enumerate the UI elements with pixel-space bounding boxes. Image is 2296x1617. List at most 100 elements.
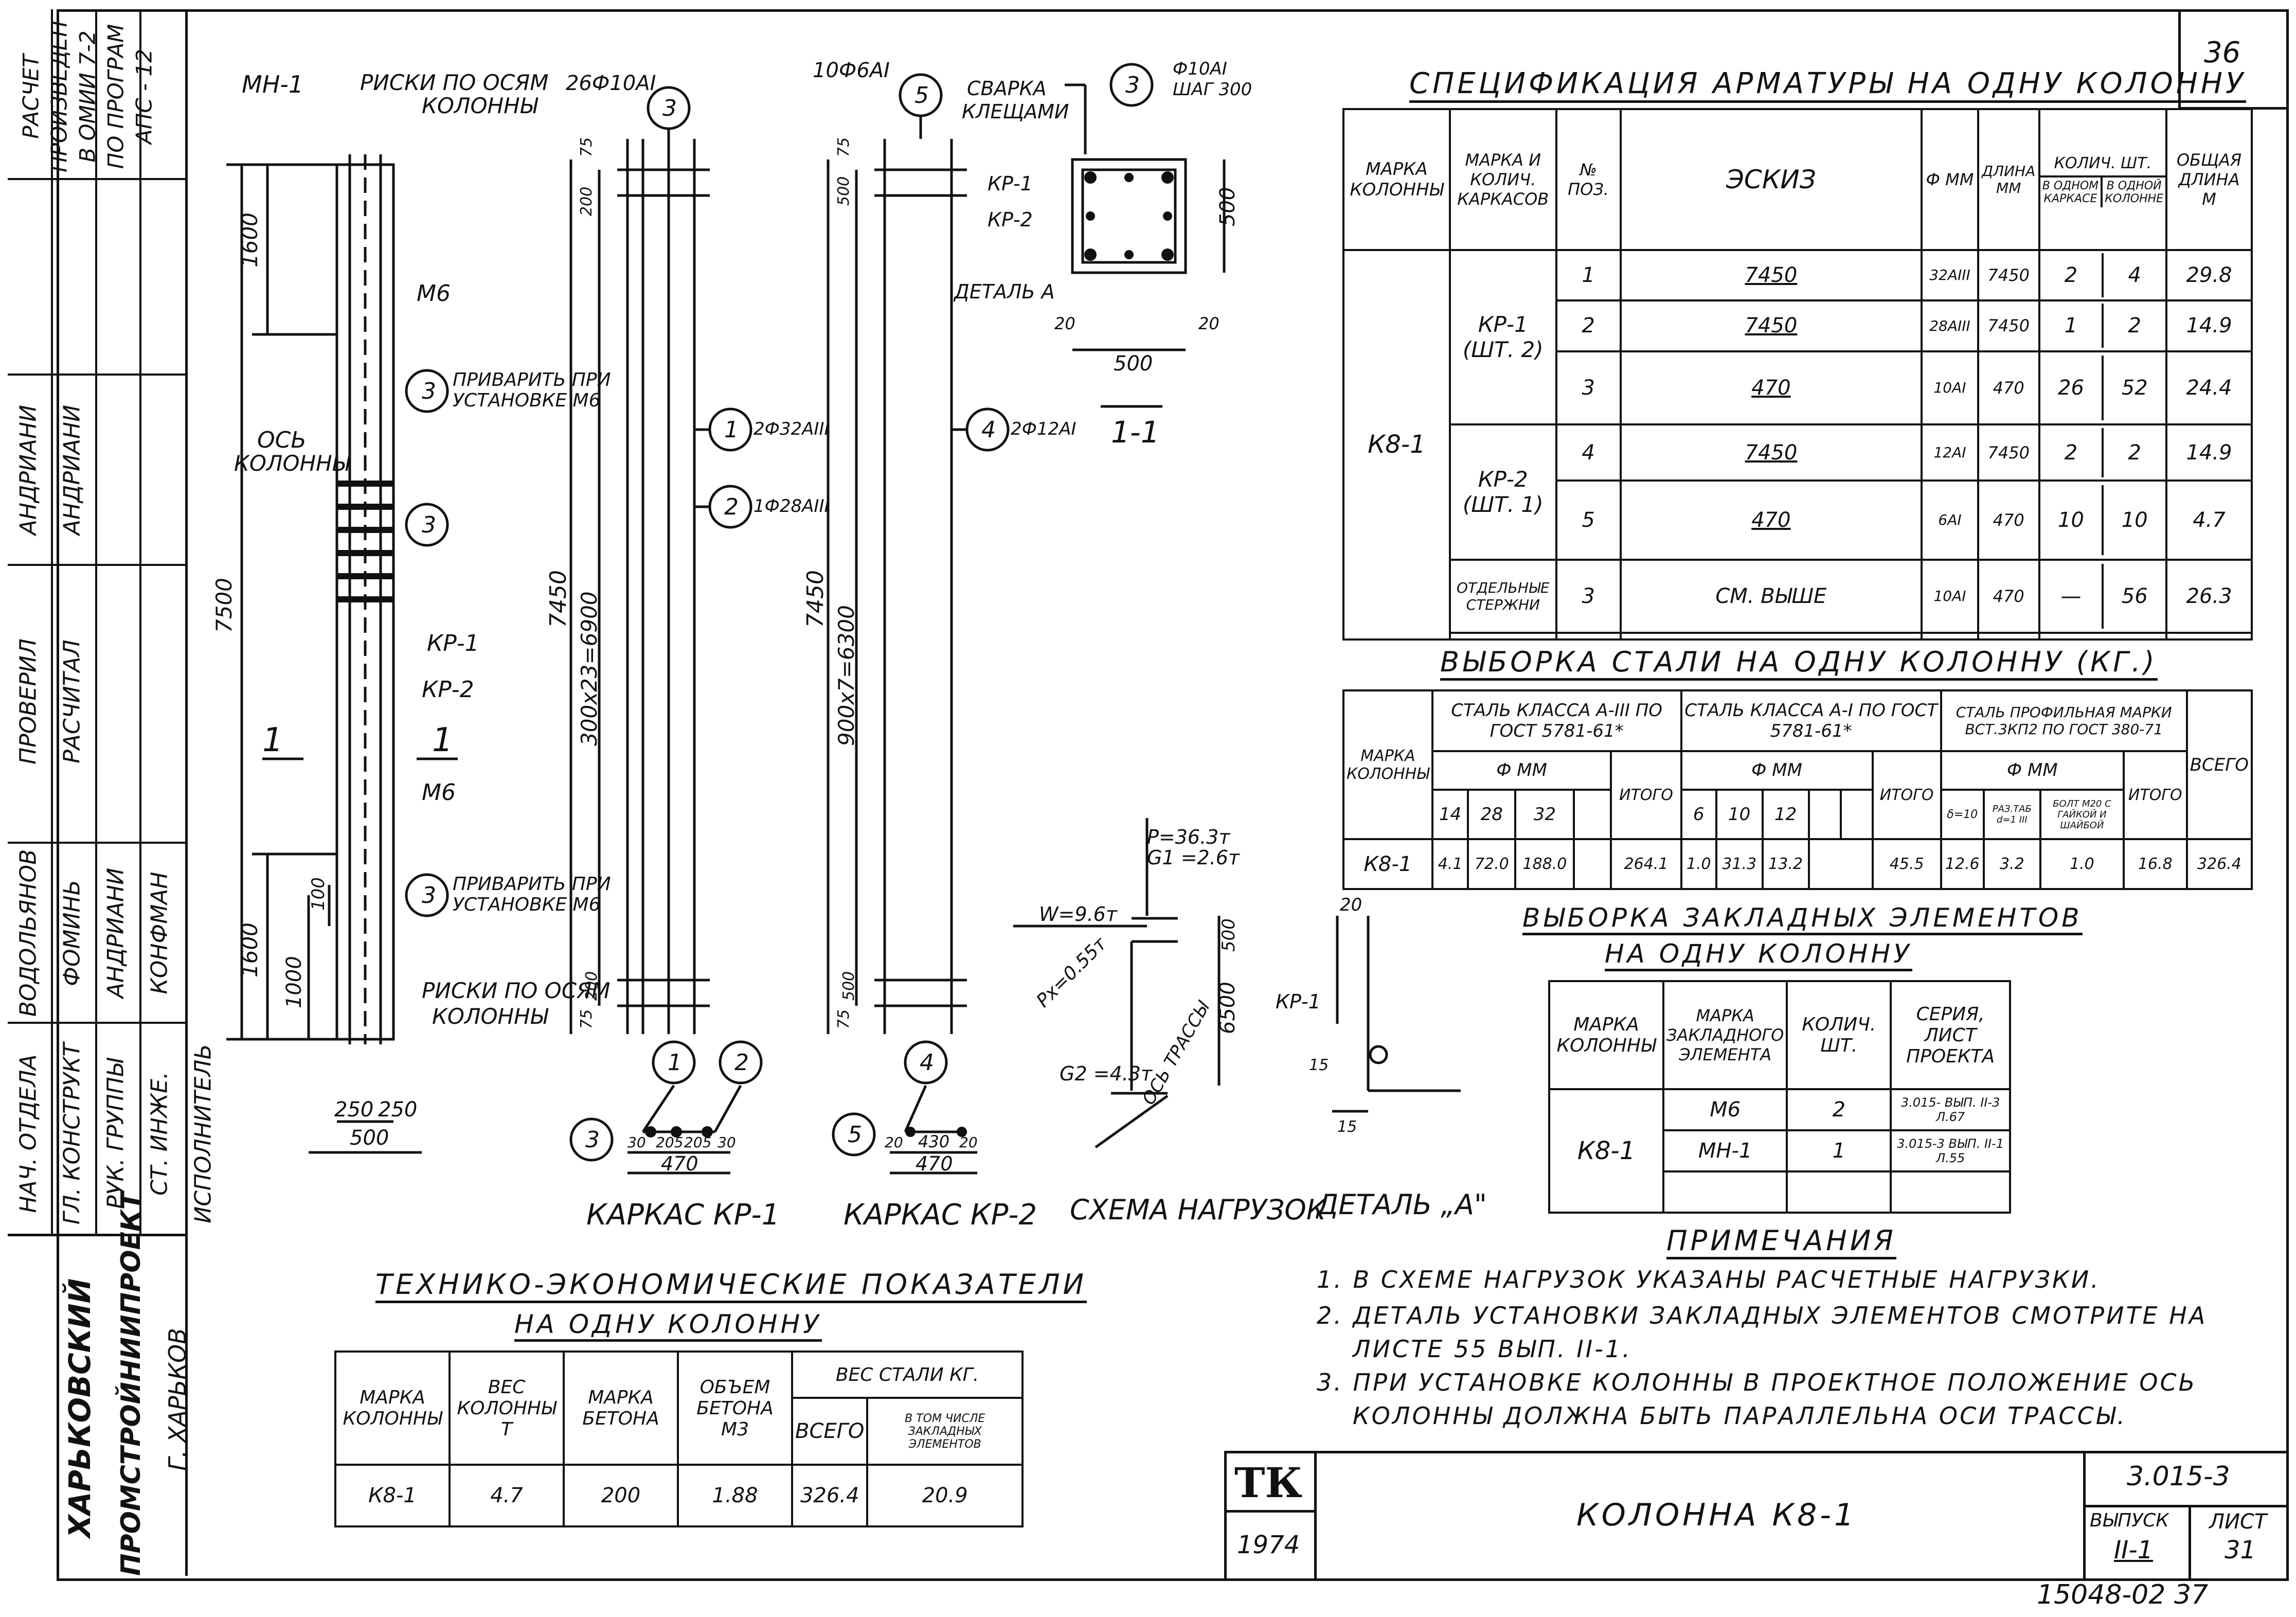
label-os: ОСЬ — [257, 427, 307, 453]
emb-r2-series: 3.015-3 ВЫП. II-1 Л.55 — [1890, 1129, 2011, 1172]
spec-r4-q1: 2 — [2040, 428, 2104, 477]
spec-h-eskiz: ЭСКИЗ — [1619, 108, 1923, 251]
label-m6-top: М6 — [417, 280, 451, 307]
emb-col-mark: К8-1 — [1548, 1088, 1664, 1214]
steel-h-mark: МАРКА КОЛОННЫ — [1342, 689, 1433, 841]
steel-h-a3: СТАЛЬ КЛАССА А-III ПО ГОСТ 5781-61* — [1431, 689, 1682, 752]
tep-h-mark: МАРКА КОЛОННЫ — [334, 1351, 451, 1466]
tep-r-weight: 4.7 — [449, 1464, 565, 1527]
spec-h-f: Ф ММ — [1921, 108, 1979, 251]
tep-r-embedded: 20.9 — [866, 1464, 1024, 1527]
steel-r-a3-blank — [1573, 838, 1612, 890]
sec-dim-20a: 20 — [1054, 314, 1075, 333]
spec-h-qty-karkas: В ОДНОМ КАРКАСЕ — [2040, 177, 2103, 208]
sec-kr1: КР-1 — [988, 172, 1033, 195]
kr1-bd-30b: 30 — [718, 1134, 736, 1151]
tep-h-weight: ВЕС КОЛОННЫ Т — [449, 1351, 565, 1466]
spec-r6-eskiz: СМ. ВЫШЕ — [1619, 558, 1923, 634]
kr2-callout-4: 4 — [981, 417, 996, 443]
steel-s-10: 10 — [1715, 788, 1764, 841]
spec-r2-f: 28АIII — [1921, 299, 1979, 352]
dim-100: 100 — [308, 877, 329, 911]
dim-500: 500 — [350, 1126, 389, 1150]
detail-15b: 15 — [1337, 1118, 1357, 1136]
steel-r-vsego: 326.4 — [2185, 838, 2253, 890]
note-2b: ЛИСТЕ 55 ВЫП. II-1. — [1353, 1335, 1632, 1363]
spec-r5-q1: 10 — [2040, 485, 2104, 555]
emb-h-element: МАРКА ЗАКЛАДНОГО ЭЛЕМЕНТА — [1662, 980, 1788, 1090]
spec-r1-q2: 4 — [2128, 263, 2141, 287]
steel-r-itogo-a1: 45.5 — [1871, 838, 1942, 890]
spec-r3-f: 10АI — [1921, 350, 1979, 425]
steel-s-14: 14 — [1431, 788, 1469, 841]
kr2-bd-20b: 20 — [959, 1134, 978, 1151]
kr2-sec-callout-4: 4 — [920, 1050, 934, 1076]
label-m6-bot: М6 — [422, 779, 456, 806]
kr2-sec-callout-5: 5 — [848, 1122, 862, 1148]
callout-3b: 3 — [422, 512, 436, 538]
spec-h-poz: № ПОЗ. — [1555, 108, 1622, 251]
label-kr2-col: КР-2 — [422, 677, 474, 703]
spec-r5-q2: 10 — [2121, 508, 2148, 532]
load-axis: ОСЬ ТРАССЫ — [1138, 997, 1214, 1108]
emb-h-series: СЕРИЯ, ЛИСТ ПРОЕКТА — [1890, 980, 2011, 1090]
steel-r-itogo-a3: 264.1 — [1610, 838, 1682, 890]
steel-h-itogo-a3: ИТОГО — [1610, 750, 1682, 841]
tep-title-2: НА ОДНУ КОЛОННУ — [514, 1309, 822, 1342]
steel-r-delta: 12.6 — [1940, 838, 1985, 890]
spec-r1-len: 7450 — [1977, 248, 2040, 302]
title-logo-box: ТК 1974 — [1227, 1453, 1317, 1578]
detail-kr1: КР-1 — [1276, 990, 1321, 1013]
title-right-box: 3.015-3 ВЫПУСК II-1 ЛИСТ 31 — [2083, 1453, 2289, 1578]
spec-r1-total: 29.8 — [2165, 248, 2253, 302]
tep-h-volume: ОБЪЕМ БЕТОНА М3 — [677, 1351, 793, 1466]
steel-s-raz: РАЗ.ТАБ d=1 III — [1982, 788, 2042, 841]
kr2-dim-6300: 900x7=6300 — [834, 605, 859, 746]
label-ustanovke-top: УСТАНОВКЕ М6 — [453, 390, 601, 411]
detail-15a: 15 — [1309, 1056, 1329, 1074]
spec-h-qty-sub: В ОДНОМ КАРКАСЕ В ОДНОЙ КОЛОННЕ — [2040, 177, 2165, 208]
detail-caption: ДЕТАЛЬ „А" — [1316, 1188, 1487, 1221]
spec-table: МАРКА КОЛОННЫ МАРКА И КОЛИЧ. КАРКАСОВ № … — [1342, 108, 2253, 641]
sheet-number-box — [2178, 9, 2286, 110]
kr1-bar-1: 2Ф32АIII — [754, 419, 830, 439]
steel-r-mark: К8-1 — [1342, 838, 1433, 890]
sec-callout-3: 3 — [1125, 72, 1140, 98]
kr1-dim-75-bot: 75 — [578, 1009, 596, 1029]
sheet-number: 36 — [2204, 36, 2241, 69]
spec-title: СПЕЦИФИКАЦИЯ АРМАТУРЫ НА ОДНУ КОЛОННУ — [1409, 67, 2247, 103]
emb-h-mark: МАРКА КОЛОННЫ — [1548, 980, 1664, 1090]
tep-h-concrete: МАРКА БЕТОНА — [563, 1351, 679, 1466]
spec-group-kr2: КР-2 (ШТ. 1) — [1448, 423, 1557, 561]
detail-20: 20 — [1340, 895, 1362, 915]
sec-f10: Ф10АI — [1173, 59, 1227, 79]
spec-r4-total: 14.9 — [2165, 423, 2253, 482]
kr1-sec-callout-3: 3 — [585, 1127, 600, 1153]
steel-s-a3-blank — [1573, 788, 1612, 841]
title-block: ТК 1974 КОЛОННА К8-1 3.015-3 ВЫПУСК II-1… — [1224, 1451, 2289, 1578]
spec-h-mark: МАРКА КОЛОННЫ — [1342, 108, 1451, 251]
spec-r6-poz: 3 — [1555, 558, 1622, 634]
steel-table: МАРКА КОЛОННЫ СТАЛЬ КЛАССА А-III ПО ГОСТ… — [1342, 689, 2253, 890]
steel-r-bolt: 1.0 — [2039, 838, 2125, 890]
spec-r4-poz: 4 — [1555, 423, 1622, 482]
kr1-caption: КАРКАС КР-1 — [586, 1198, 780, 1232]
dim-250b: 250 — [378, 1098, 417, 1122]
steel-s-12: 12 — [1761, 788, 1810, 841]
emb-r2-qty: 1 — [1786, 1129, 1892, 1172]
side-org: ХАРЬКОВСКИЙ ПРОМСТРОЙНИИПРОЕКТ Г. ХАРЬКО… — [8, 1192, 191, 1578]
callout-3a: 3 — [422, 378, 436, 404]
emb-r1-series: 3.015- ВЫП. II-3 Л.67 — [1890, 1088, 2011, 1131]
spec-r3-eskiz: 470 — [1619, 350, 1923, 425]
embedded-table: МАРКА КОЛОННЫ МАРКА ЗАКЛАДНОГО ЭЛЕМЕНТА … — [1548, 980, 2011, 1214]
kr1-dim-6900: 300x23=6900 — [577, 591, 602, 746]
steel-h-vsego: ВСЕГО — [2185, 689, 2253, 841]
notes-title: ПРИМЕЧАНИЯ — [1666, 1224, 1896, 1259]
kr2-bar: 2Ф12АI — [1011, 419, 1076, 439]
tep-r-mark: К8-1 — [334, 1464, 451, 1527]
note-3b: КОЛОННЫ ДОЛЖНА БЫТЬ ПАРАЛЛЕЛЬНА ОСИ ТРАС… — [1353, 1402, 2127, 1430]
kr1-dim-200-bot: 200 — [583, 971, 601, 1001]
load-dim-500: 500 — [1218, 918, 1239, 952]
emb-r1-qty: 2 — [1786, 1088, 1892, 1131]
